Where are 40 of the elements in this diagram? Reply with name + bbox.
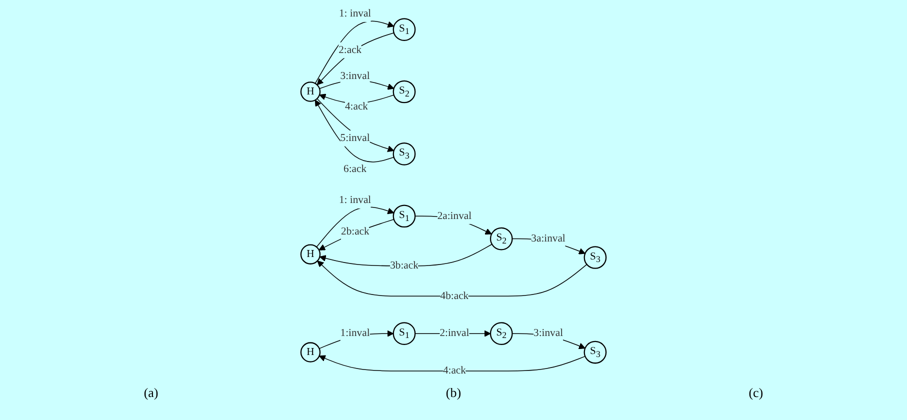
edge-label: 2b:ack (341, 226, 370, 238)
edge-label: 6:ack (344, 164, 367, 176)
edge-label: 4:ack (345, 101, 368, 113)
edge-label: 1:inval (340, 328, 370, 340)
edge-label: 1: inval (338, 194, 372, 206)
node-circle: S$_{3}$ (392, 142, 416, 166)
node-circle: S$_{1}$ (392, 18, 416, 41)
arrow (316, 206, 394, 248)
arrow (316, 32, 394, 86)
edge-label: 3:inval (340, 70, 370, 82)
edge-label: 2a:inval (437, 210, 472, 222)
edge-label: 5:inval (340, 132, 370, 144)
node-circle: H (300, 82, 321, 102)
edge-label: 3a:inval (531, 233, 566, 244)
node-circle: H (300, 342, 321, 362)
arrow (317, 260, 588, 297)
node-circle: S$_{2}$ (392, 80, 416, 104)
node-circle: S$_{3}$ (584, 246, 607, 269)
panel-caption: (a) (144, 385, 158, 401)
node-circle: S$_{2}$ (490, 322, 513, 345)
node-circle: S$_{1}$ (392, 322, 416, 345)
node-circle: S$_{3}$ (584, 340, 607, 364)
panel-caption: (c) (748, 385, 764, 401)
arrow (314, 20, 394, 84)
edge-label: 4:ack (442, 365, 466, 377)
edge-label: 4b:ack (440, 290, 469, 302)
arrow (318, 355, 586, 372)
arrow (316, 98, 394, 152)
arrow (318, 219, 394, 250)
node-circle: S$_{1}$ (392, 204, 416, 228)
arrow (319, 94, 394, 104)
edge-label: 1: inval (338, 8, 372, 20)
node-circle: H (300, 244, 321, 264)
edge-label: 2:ack (338, 44, 362, 56)
arrow (314, 100, 394, 162)
node-circle: S$_{2}$ (490, 227, 513, 250)
edge-label: 2:inval (440, 328, 470, 340)
edge-label: 3b:ack (390, 260, 418, 272)
edge-label: 3:inval (534, 328, 564, 340)
panel-caption: (b) (446, 385, 462, 401)
